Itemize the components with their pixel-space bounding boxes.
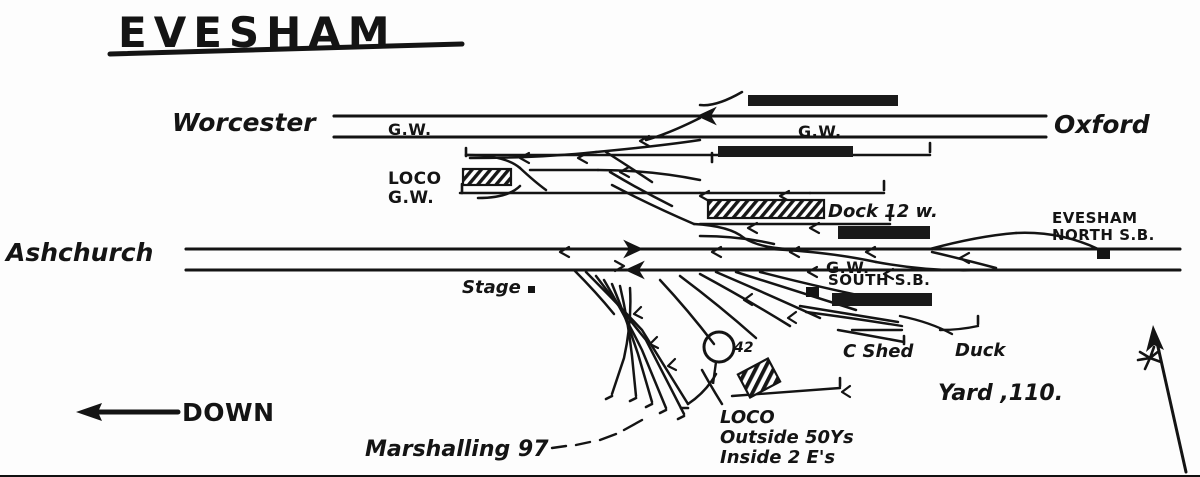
small-signal-boxes: [806, 250, 1110, 297]
duck-label: Duck: [955, 340, 1006, 361]
dock-label: Dock 12 w.: [828, 201, 938, 222]
stage-marker: [528, 286, 535, 293]
route-label-worcester: Worcester: [172, 108, 316, 137]
down-direction-label: DOWN: [182, 398, 275, 427]
stage-label: Stage: [462, 277, 521, 298]
line-label-gw-west: G.W.: [388, 120, 432, 139]
route-label-oxford: Oxford: [1054, 110, 1150, 139]
north-arrow-icon: [1136, 325, 1188, 474]
platform-bar: [748, 95, 898, 106]
line-label-gw-south: G.W.: [826, 258, 870, 277]
loco-outside-block: [736, 357, 782, 399]
main-lines-ashchurch: [184, 247, 1182, 272]
label-line: NORTH S.B.: [1052, 225, 1155, 244]
dock-block: [706, 198, 826, 220]
marshalling-label: Marshalling 97: [365, 437, 549, 463]
label-line: Duck: [955, 340, 1006, 361]
platform-bar: [832, 293, 932, 306]
platform-bar: [718, 146, 853, 157]
label-line: Inside 2 E's: [720, 447, 836, 469]
label-line: C Shed: [843, 341, 914, 362]
line-label-gw-centre: G.W.: [798, 122, 842, 141]
signal-box-icon: [806, 287, 819, 297]
upper-yard-tracks: [458, 90, 932, 226]
hatched-blocks: [461, 167, 826, 399]
label-line: G.W.: [388, 188, 435, 209]
platform-bar: [838, 226, 930, 239]
label-line: Marshalling 97: [365, 437, 549, 462]
siding-detail-tracks: [730, 310, 980, 398]
route-label-ashchurch: Ashchurch: [6, 238, 154, 267]
label-line: EVESHAM: [1052, 209, 1138, 227]
carriage-shed-label: C Shed: [843, 341, 914, 362]
label-line: SOUTH S.B.: [828, 271, 931, 289]
page-title: EVESHAM: [118, 8, 397, 57]
mid-yard-tracks: [598, 222, 1100, 272]
platform-bars: [718, 95, 932, 306]
direction-arrows: [600, 106, 720, 280]
title-underline: [107, 41, 465, 57]
turnout-chevrons: [518, 134, 971, 399]
down-arrow-icon: [76, 403, 181, 421]
turntable-value: 42: [734, 340, 754, 356]
turntable-group: [702, 330, 736, 385]
marshalling-leader-line: [550, 418, 644, 450]
label-line: Dock 12 w.: [828, 201, 938, 222]
signal-box-icon: [1097, 250, 1110, 259]
main-lines-worcester-oxford: [332, 114, 1048, 139]
label-line: Outside 50Ys: [720, 427, 854, 449]
label-line: Stage: [462, 277, 521, 298]
label-line: LOCO: [720, 407, 775, 428]
south-signal-box: SOUTH S.B.: [828, 272, 930, 289]
buffer-stops: [460, 141, 980, 421]
loco-shed-block: [461, 167, 513, 187]
yard-label: Yard ,110.: [938, 381, 1064, 407]
label-line: LOCO: [388, 169, 442, 189]
label-line: Yard ,110.: [938, 381, 1064, 406]
